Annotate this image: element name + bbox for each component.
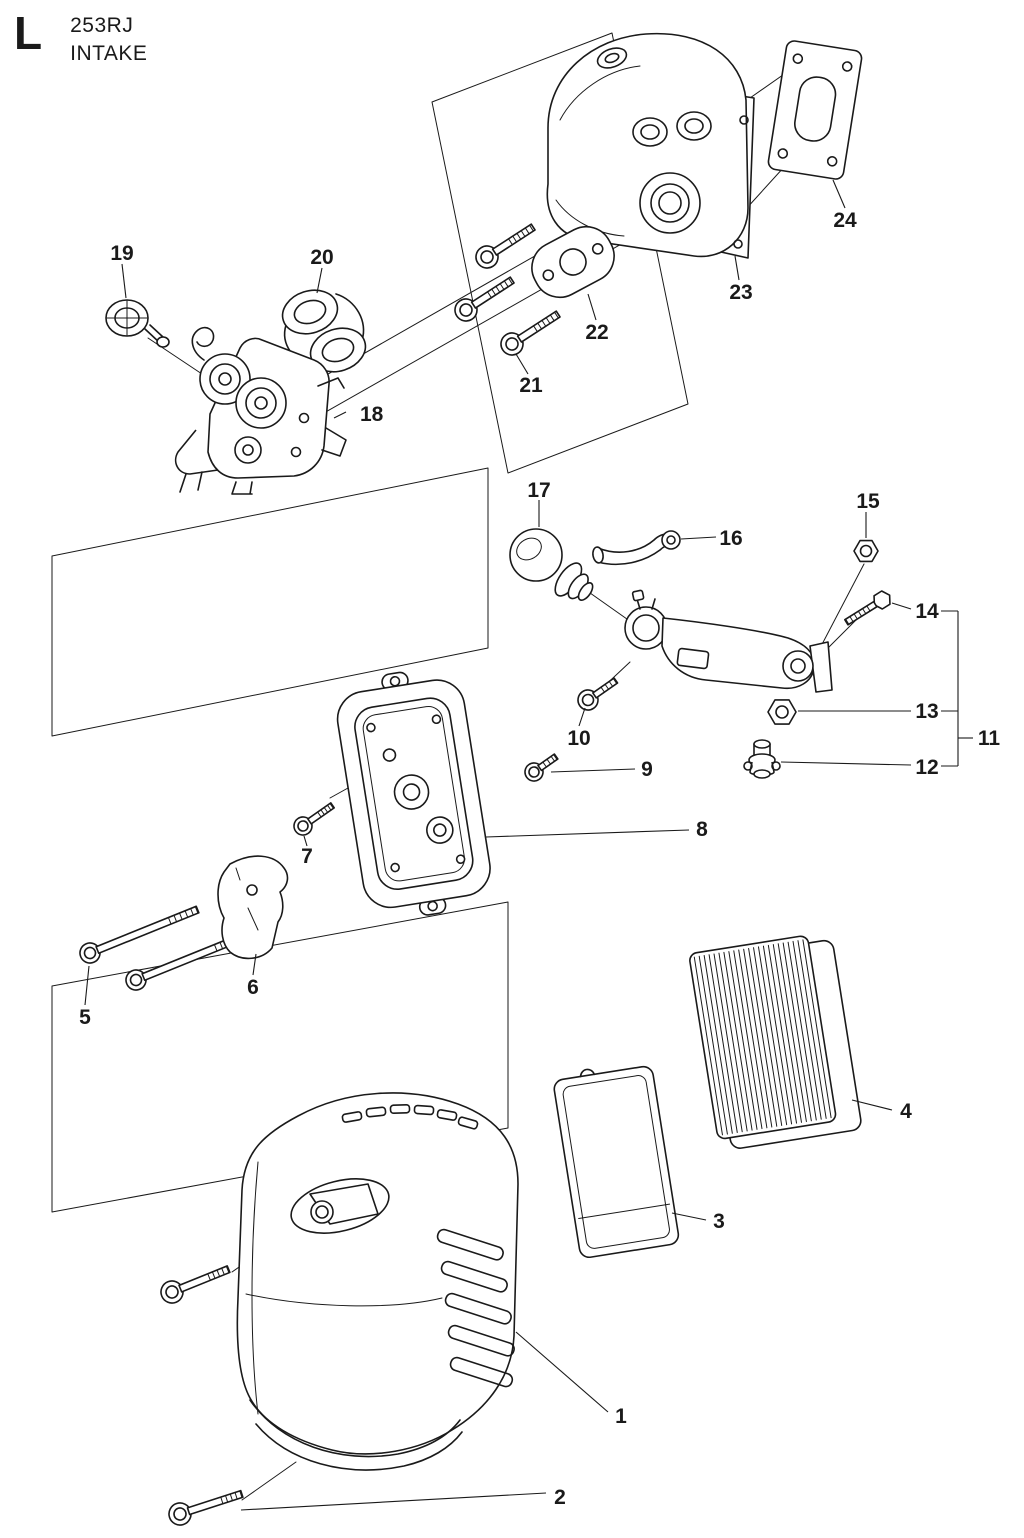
callout-label-3: 3 — [713, 1210, 725, 1233]
part-screw-9 — [524, 753, 559, 782]
callout-label-18: 18 — [360, 403, 384, 426]
part-screw-14 — [843, 590, 891, 626]
part-nut-13 — [767, 699, 797, 725]
callout-label-9: 9 — [641, 758, 653, 781]
part-throttle-bracket — [624, 589, 833, 693]
part-screw-10 — [577, 677, 619, 711]
leader-lines — [84, 179, 973, 1511]
callout-label-23: 23 — [729, 281, 752, 304]
part-carburetor — [174, 326, 347, 495]
callout-label-24: 24 — [833, 209, 857, 232]
callout-label-6: 6 — [247, 976, 259, 999]
part-fitting-12 — [743, 739, 781, 779]
callout-label-2: 2 — [554, 1486, 566, 1509]
part-filter-housing — [336, 671, 491, 916]
part-intake-manifold — [546, 32, 755, 259]
callout-label-14: 14 — [915, 600, 939, 623]
part-bolt-5a — [79, 905, 200, 964]
page-header: L 253RJ INTAKE — [14, 7, 147, 66]
callout-label-16: 16 — [719, 527, 742, 550]
section-letter: L — [14, 7, 43, 59]
callout-label-22: 22 — [585, 321, 608, 344]
part-bracket-6 — [217, 855, 289, 960]
callout-label-19: 19 — [110, 242, 133, 265]
callout-label-13: 13 — [915, 700, 938, 723]
callout-label-17: 17 — [527, 479, 550, 502]
title-block: 253RJ INTAKE — [70, 14, 147, 66]
cover-handle-recess — [290, 1178, 390, 1234]
cover-side-louvers — [436, 1228, 515, 1388]
callout-label-11: 11 — [978, 727, 1001, 750]
callout-label-7: 7 — [301, 845, 313, 868]
part-screw-7 — [293, 802, 336, 836]
callout-label-4: 4 — [900, 1100, 912, 1123]
part-fuel-hose — [592, 530, 681, 566]
callout-label-5: 5 — [79, 1006, 91, 1029]
part-bolt-21a — [475, 223, 536, 269]
diagram-title: INTAKE — [70, 42, 148, 65]
part-bolt-21b — [454, 276, 515, 322]
part-cylinder-cover — [236, 1092, 519, 1471]
part-filter-cover — [553, 1065, 680, 1259]
part-choke-knob — [105, 299, 170, 348]
part-intake-elbow — [281, 289, 367, 373]
part-primer-bulb — [509, 528, 594, 601]
callout-label-10: 10 — [567, 727, 590, 750]
part-bolt-cover-upper — [160, 1265, 231, 1304]
callout-label-1: 1 — [615, 1405, 627, 1428]
part-cylinder-gasket — [767, 40, 863, 180]
callout-label-20: 20 — [310, 246, 333, 269]
callout-label-8: 8 — [696, 818, 708, 841]
part-air-filter — [689, 935, 862, 1149]
callout-labels: 19 20 18 21 22 23 24 17 16 15 14 13 12 1… — [79, 209, 1000, 1509]
part-bolt-5b — [125, 932, 246, 991]
reference-planes — [51, 32, 689, 1213]
model-number: 253RJ — [70, 14, 134, 37]
part-bolt-2 — [168, 1489, 244, 1526]
part-nut-15 — [853, 539, 879, 563]
callout-label-15: 15 — [856, 490, 880, 513]
part-intake-gasket — [531, 225, 615, 299]
cover-top-vents — [341, 1103, 479, 1130]
callout-label-12: 12 — [915, 756, 938, 779]
part-bolt-21c — [500, 310, 561, 356]
callout-label-21: 21 — [519, 374, 543, 397]
